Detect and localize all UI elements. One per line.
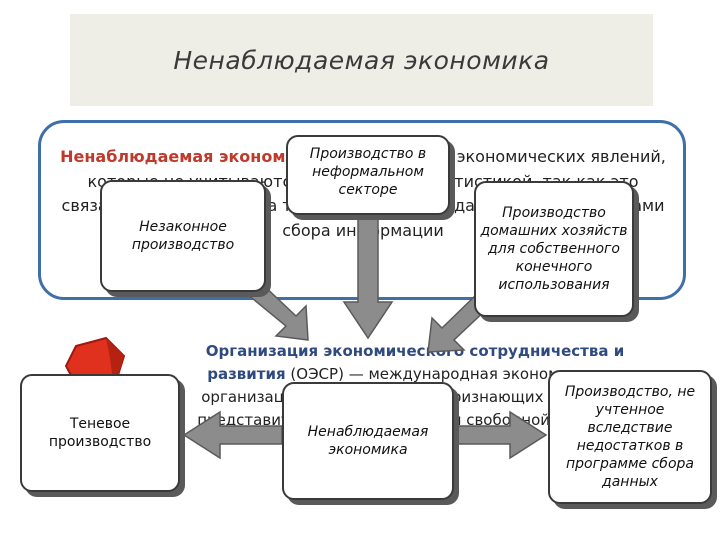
arrow-down-informal <box>342 213 394 340</box>
arrow-diag-illegal <box>245 280 309 341</box>
logo-facet <box>106 338 124 388</box>
box-illegal-production: Незаконное производство <box>100 180 266 292</box>
box-not-counted-production: Производство, не учтенное вследствие нед… <box>548 370 712 504</box>
organization-lead: Организация экономического сотрудничеств… <box>205 342 625 383</box>
arrow-right-statistics <box>455 410 548 460</box>
title-band: Ненаблюдаемая экономика <box>70 14 653 106</box>
box-unobserved-economy: Ненаблюдаемая экономика <box>282 382 454 500</box>
box-informal-sector: Производство в неформальном секторе <box>286 135 450 215</box>
arrow-left-shadow <box>182 410 283 460</box>
box-shadow-production: Теневое производство <box>20 374 180 492</box>
definition-lead: Ненаблюдаемая экономика <box>60 147 319 166</box>
box-household-production: Производство домашних хозяйств для собст… <box>474 181 634 317</box>
page-title: Ненаблюдаемая экономика <box>173 45 550 75</box>
